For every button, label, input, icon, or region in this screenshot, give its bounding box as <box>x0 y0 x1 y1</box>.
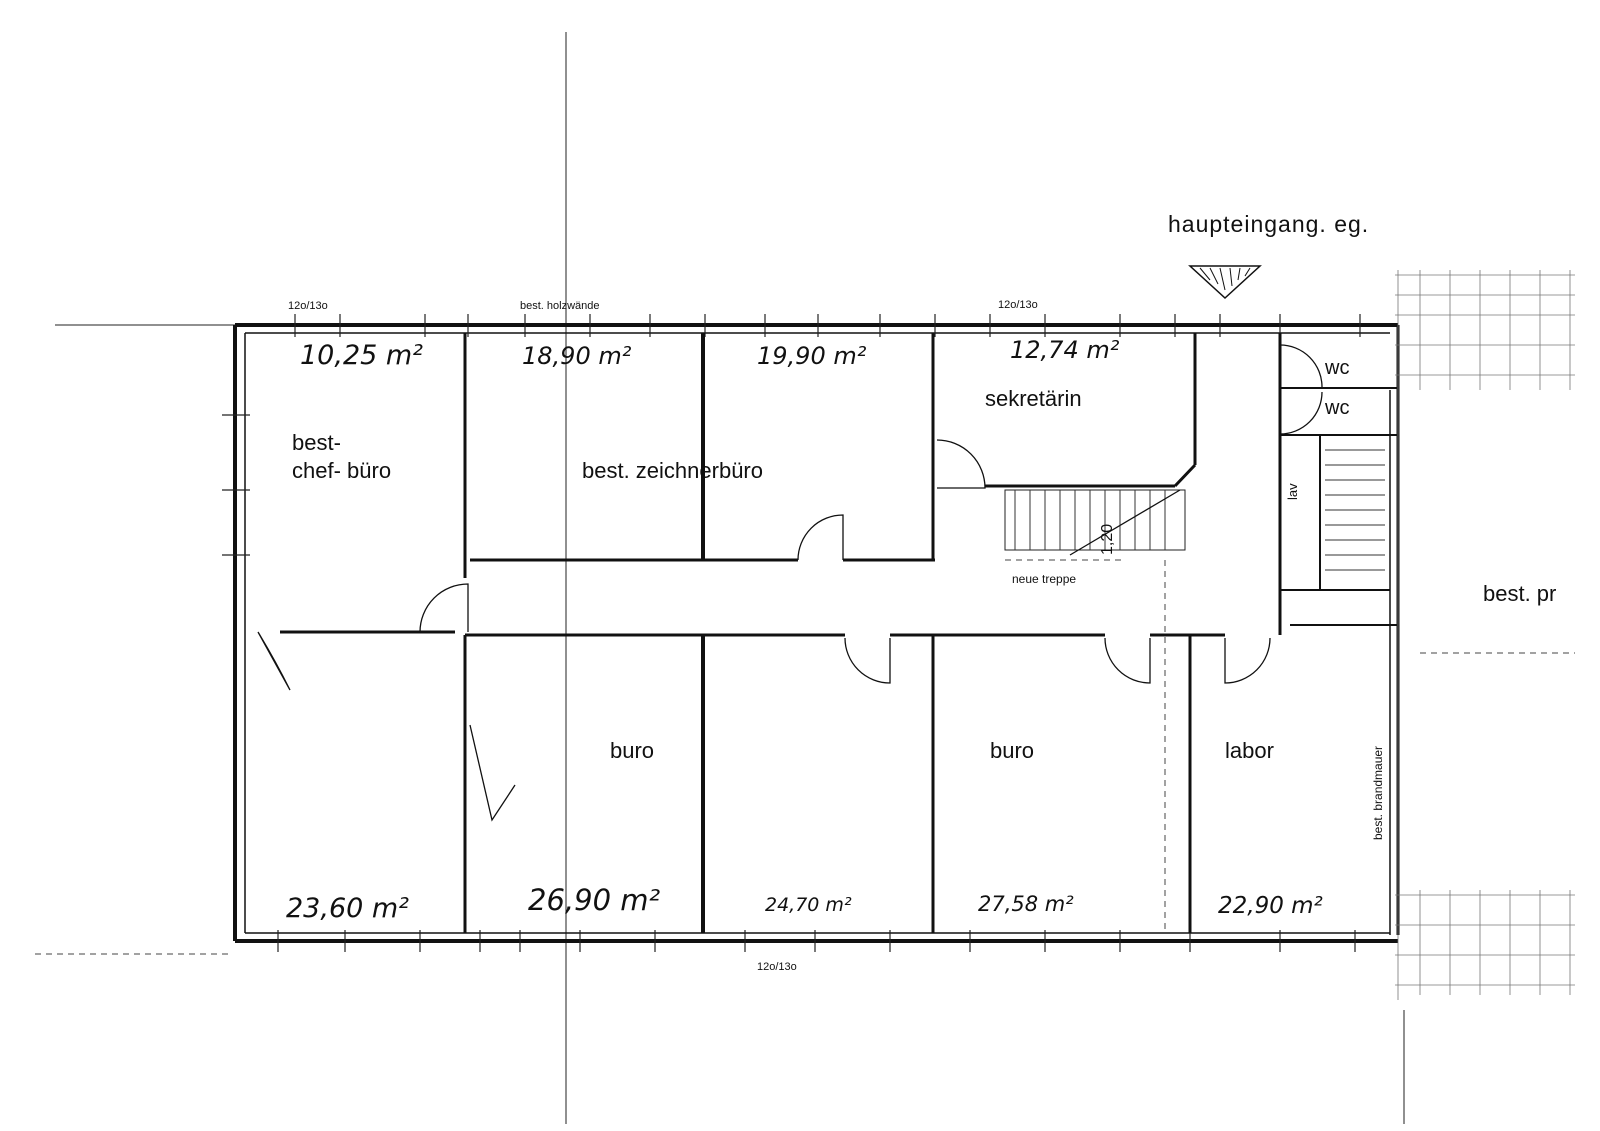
door-buro-3 <box>844 637 891 684</box>
entrance-label: haupteingang. eg. <box>1168 211 1369 237</box>
area-bottom-1: 23,60 m² <box>286 893 409 924</box>
room-bottom-2: buro <box>610 738 654 763</box>
area-bottom-2: 26,90 m² <box>528 883 660 917</box>
door-wc1 <box>1279 344 1323 388</box>
door-bottom-second <box>469 724 516 822</box>
room-labor: labor <box>1225 738 1274 763</box>
door-zeichner <box>797 514 844 561</box>
area-bottom-3: 24,70 m² <box>765 894 852 916</box>
room-chef-line1: best- <box>292 430 341 455</box>
neighbor-hatch <box>1395 270 1575 1000</box>
dimension-bottom: 12o/13o <box>757 961 797 973</box>
area-zeichner-left: 18,90 m² <box>522 342 632 370</box>
room-zeichner-label: best. zeichnerbüro <box>582 458 763 483</box>
area-labor: 22,90 m² <box>1218 893 1323 919</box>
wall-stair-diagonal <box>1173 463 1197 488</box>
area-zeichner-right: 19,90 m² <box>757 342 867 370</box>
door-chef <box>419 583 469 633</box>
stairs-label: neue treppe <box>1012 572 1076 586</box>
door-sekretaerin <box>936 439 986 489</box>
door-wc2 <box>1279 391 1323 435</box>
window-marks <box>222 314 1361 952</box>
wood-walls-note: best. holzwände <box>520 300 600 312</box>
area-chef: 10,25 m² <box>300 340 423 371</box>
interior-walls <box>280 333 1400 935</box>
room-wc1: wc <box>1324 357 1349 379</box>
door-bottom-left <box>257 631 291 691</box>
room-wc2: wc <box>1324 397 1349 419</box>
area-sekretaerin: 12,74 m² <box>1010 336 1120 364</box>
dimension-top-left: 12o/13o <box>288 300 328 312</box>
doors <box>257 344 1323 822</box>
room-lav: lav <box>1285 483 1300 500</box>
door-labor <box>1224 637 1271 684</box>
room-neighbor: best. pr <box>1483 581 1556 606</box>
dimension-top-right: 12o/13o <box>998 299 1038 311</box>
area-bottom-4: 27,58 m² <box>978 892 1074 916</box>
room-chef-line2: chef- büro <box>292 458 391 483</box>
entrance-arrow-icon <box>1188 265 1262 300</box>
firewall-label: best. brandmauer <box>1371 746 1385 840</box>
room-sekretaerin: sekretärin <box>985 386 1082 411</box>
door-buro-4 <box>1104 637 1151 684</box>
stairs-dim: 1,20 <box>1099 524 1116 555</box>
staircase <box>1004 449 1385 571</box>
room-bottom-4: buro <box>990 738 1034 763</box>
